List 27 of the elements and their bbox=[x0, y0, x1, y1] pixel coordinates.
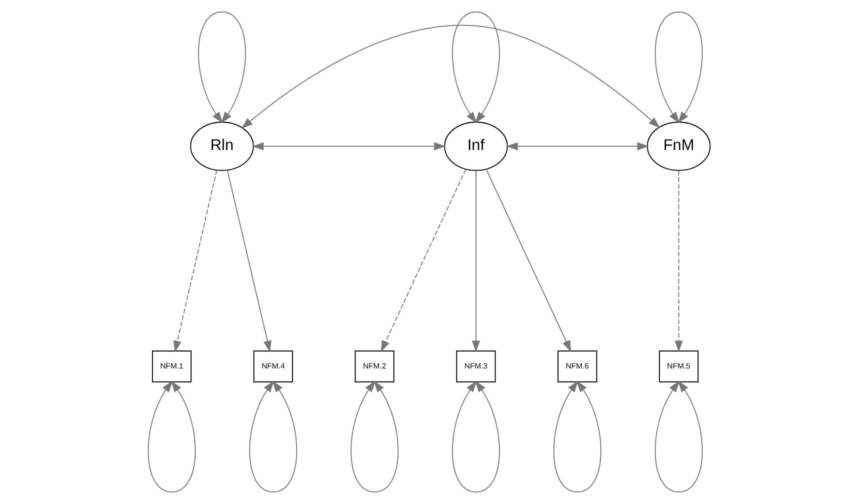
arrow bbox=[654, 380, 703, 492]
arrow bbox=[506, 142, 649, 150]
arrow bbox=[472, 170, 480, 352]
arrow bbox=[654, 12, 703, 124]
node-box: NFM.3 bbox=[456, 350, 496, 382]
arrow bbox=[241, 24, 660, 129]
node-ellipse: Inf bbox=[444, 122, 508, 171]
arrow bbox=[249, 380, 298, 492]
node-box: NFM.5 bbox=[658, 350, 699, 382]
node-box: NFM.4 bbox=[253, 350, 293, 382]
arrow bbox=[173, 170, 218, 352]
arrow bbox=[198, 12, 246, 124]
node-ellipse: FnM bbox=[646, 122, 711, 171]
arrow bbox=[226, 170, 272, 352]
arrow bbox=[380, 168, 466, 352]
node-box: NFM.2 bbox=[354, 350, 394, 382]
arrow bbox=[674, 170, 683, 352]
arrow bbox=[252, 142, 446, 150]
node-ellipse: Rln bbox=[190, 122, 254, 171]
arrow bbox=[350, 380, 398, 492]
node-box: NFM.6 bbox=[558, 350, 598, 382]
arrow bbox=[452, 380, 500, 492]
arrow bbox=[452, 12, 500, 124]
arrow bbox=[553, 380, 602, 492]
node-box: NFM.1 bbox=[152, 350, 192, 382]
arrow bbox=[486, 168, 572, 352]
arrow bbox=[148, 380, 196, 492]
